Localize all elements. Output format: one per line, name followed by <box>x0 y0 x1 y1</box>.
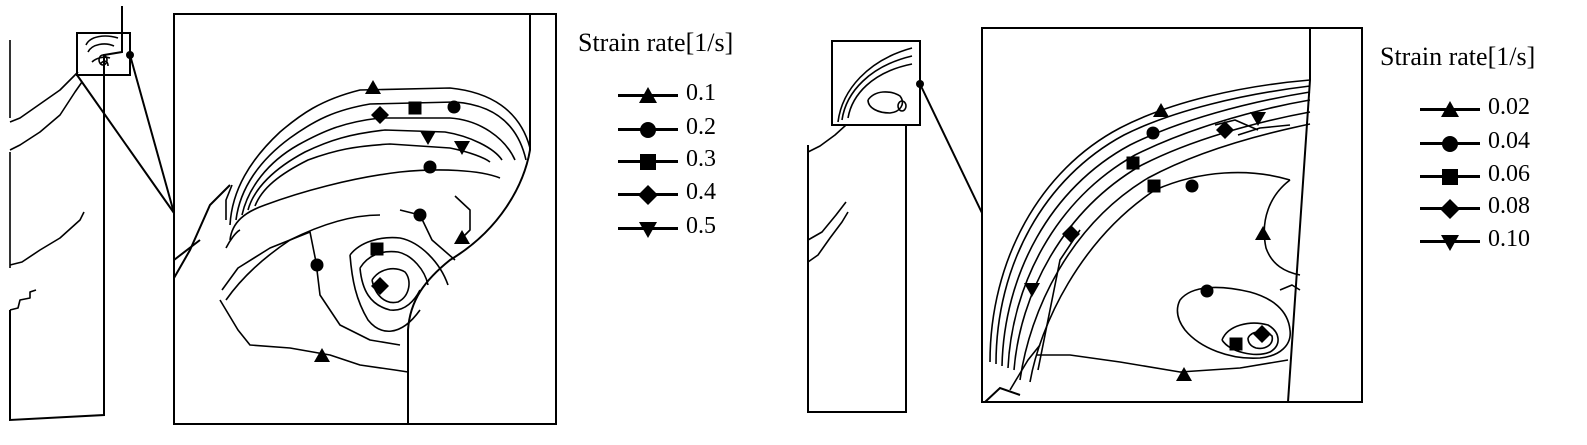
marker-triangle-down <box>1250 112 1266 126</box>
marker-diamond <box>1062 225 1080 243</box>
marker-square <box>370 242 384 256</box>
marker-square <box>1126 156 1140 170</box>
legend-label: 0.10 <box>1488 226 1530 252</box>
legend-label: 0.08 <box>1488 193 1530 219</box>
left-detail-contours <box>219 87 531 373</box>
circle-marker-icon <box>640 122 656 138</box>
marker-square <box>1147 179 1161 193</box>
left-overview-part <box>9 6 123 422</box>
marker-circle <box>447 100 461 114</box>
right-detail-markers <box>1024 103 1271 381</box>
legend-label: 0.1 <box>686 80 716 106</box>
marker-circle <box>1185 179 1199 193</box>
square-marker-icon <box>640 154 656 170</box>
right-detail-frame <box>981 27 1363 403</box>
left-zoom-leader-top <box>129 54 175 214</box>
legend-title: Strain rate[1/s] <box>578 28 734 57</box>
left-zoom-leader-bottom <box>76 74 175 214</box>
marker-triangle-down <box>1024 283 1040 297</box>
legend-label: 0.06 <box>1488 161 1530 187</box>
right-overview-part <box>807 124 907 413</box>
legend-label: 0.02 <box>1488 94 1530 120</box>
legend-label: 0.3 <box>686 146 716 172</box>
marker-triangle-up <box>1153 103 1169 117</box>
marker-triangle-down <box>420 131 436 145</box>
square-marker-icon <box>1442 169 1458 185</box>
marker-diamond <box>371 106 389 124</box>
marker-circle <box>423 160 437 174</box>
diamond-marker-icon <box>638 185 658 205</box>
marker-diamond <box>1253 325 1271 343</box>
marker-circle <box>1146 126 1160 140</box>
left-overview-contours <box>85 35 119 67</box>
marker-circle <box>413 208 427 222</box>
legend-right: Strain rate[1/s] 0.02 0.04 0.06 0.08 0.1… <box>1380 42 1585 267</box>
marker-triangle-up <box>1255 226 1271 240</box>
legend-left: Strain rate[1/s] 0.1 0.2 0.3 0.4 0.5 <box>578 28 778 248</box>
triangle-down-marker-icon <box>1441 235 1459 251</box>
legend-label: 0.4 <box>686 179 716 205</box>
right-overview-contours <box>837 47 913 123</box>
circle-marker-icon <box>1442 136 1458 152</box>
marker-square <box>1229 337 1243 351</box>
legend-label: 0.2 <box>686 114 716 140</box>
marker-circle <box>1200 284 1214 298</box>
right-zoom-leader <box>919 83 983 214</box>
left-detail-boundary <box>173 14 531 424</box>
marker-square <box>408 101 422 115</box>
legend-label: 0.5 <box>686 213 716 239</box>
legend-title: Strain rate[1/s] <box>1380 42 1536 71</box>
left-detail-markers <box>310 80 470 362</box>
right-zoom-box <box>831 40 921 126</box>
marker-triangle-up <box>365 80 381 94</box>
left-detail-frame <box>173 13 557 425</box>
marker-triangle-up <box>1176 367 1192 381</box>
diamond-marker-icon <box>1440 199 1460 219</box>
triangle-up-marker-icon <box>639 87 657 103</box>
right-detail-boundary <box>984 28 1311 403</box>
triangle-down-marker-icon <box>639 222 657 238</box>
marker-diamond <box>371 277 389 295</box>
legend-label: 0.04 <box>1488 128 1530 154</box>
triangle-up-marker-icon <box>1441 101 1459 117</box>
marker-circle <box>310 258 324 272</box>
